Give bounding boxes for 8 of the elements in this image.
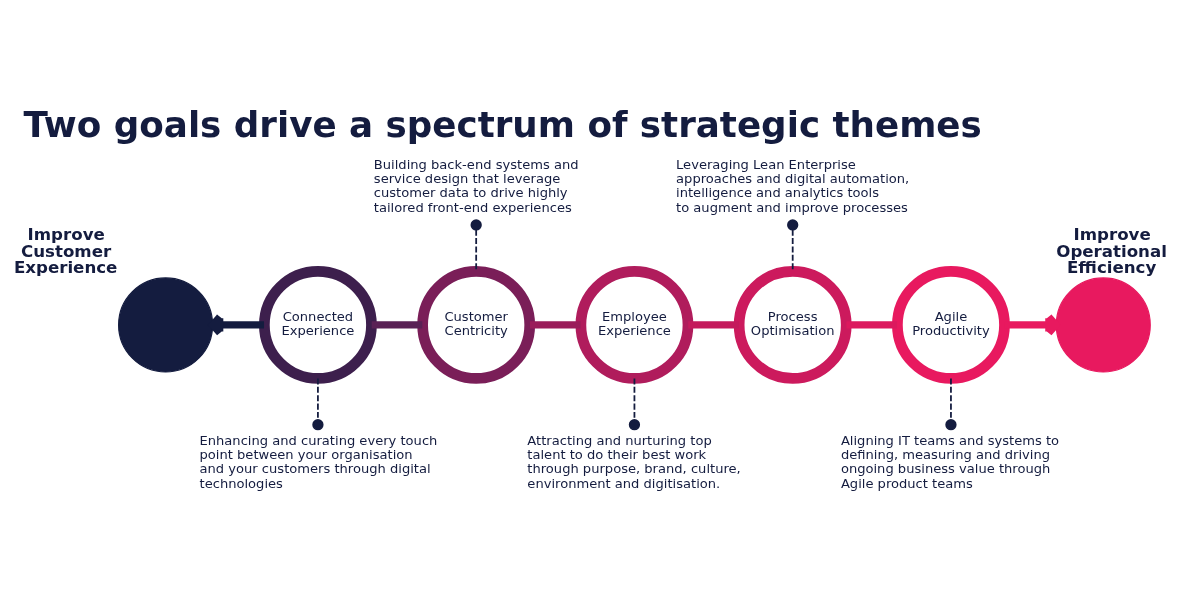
node-label: Improve Customer Experience [13,224,118,277]
node-text: Enhancing and curating every touch point between your organisation and your customers through digital technologies [199,432,438,491]
node-text: Building back-end systems and service design that leverage customer data to drive highly tailored front-end experiences [373,156,579,215]
node-text: Leveraging Lean Enterprise approaches and digital automation, intelligence and analytics tools to augment and improve processes [676,156,910,215]
node-label: Improve Operational Efficiency [1056,224,1167,277]
node-text: Attracting and nurturing top talent to do their best work through purpose, brand, culture, environment and digitisation. [527,432,741,491]
diagram-title: Two goals drive a spectrum of strategic themes [23,103,982,145]
node-text: Aligning IT teams and systems to defining, measuring and driving ongoing business value through Agile product teams [840,432,1060,491]
